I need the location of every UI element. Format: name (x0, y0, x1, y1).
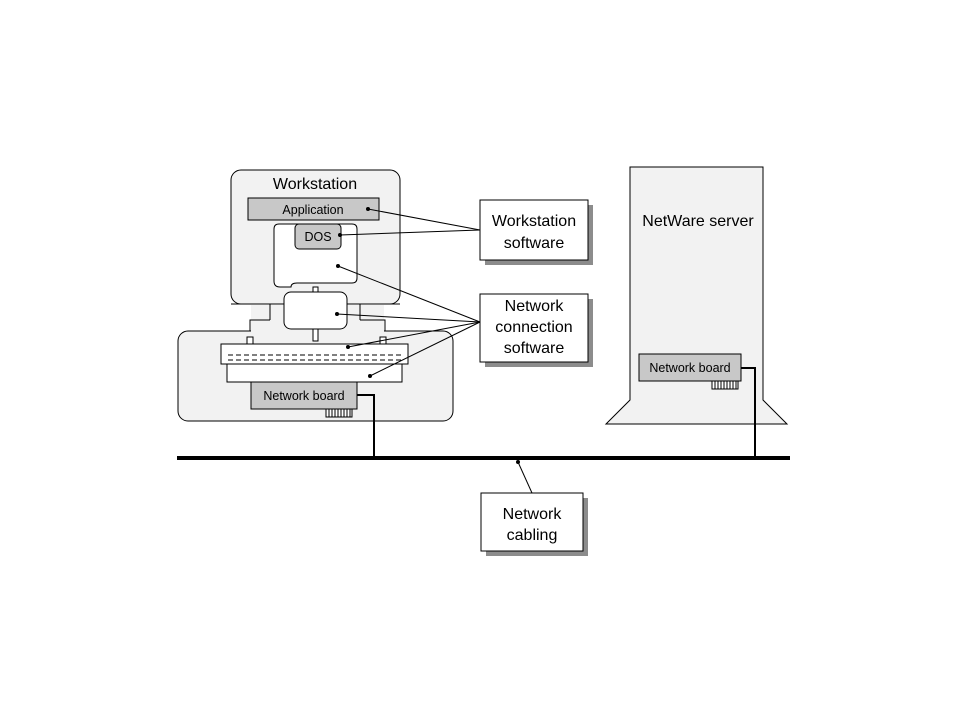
network-cabling-callout (480, 492, 584, 552)
bus-slot (220, 343, 409, 365)
dos-label: DOS (304, 230, 331, 244)
workstation-network-board-label: Network board (263, 389, 344, 403)
leader-dots (335, 207, 520, 464)
workstation-software-callout (479, 199, 589, 261)
workstation-drop-cable (357, 394, 375, 458)
network-connection-software-callout (479, 293, 589, 363)
connector-lower (312, 328, 319, 342)
server-board-pins (711, 380, 739, 390)
network-connection-software-line-3: software (504, 340, 565, 357)
network-connection-software-line-1: Network (505, 298, 565, 315)
application-bar (247, 197, 380, 221)
leader-lines (336, 208, 533, 494)
workstation-board-pins (325, 408, 353, 418)
server-title: NetWare server (642, 213, 754, 230)
server-network-board (638, 353, 742, 382)
server-network-board-label: Network board (649, 361, 730, 375)
server-tower (604, 166, 789, 425)
driver-box (283, 291, 348, 330)
workstation-title: Workstation (273, 176, 357, 193)
server-drop-cable (741, 367, 756, 458)
network-connection-software-line-2: connection (495, 319, 572, 336)
connector-upper (312, 286, 319, 293)
network-cabling-line-1: Network (503, 506, 563, 523)
workstation-software-line-1: Workstation (492, 213, 576, 230)
application-label: Application (282, 203, 343, 217)
network-cabling-line-2: cabling (507, 527, 558, 544)
workstation-software-line-2: software (504, 235, 565, 252)
